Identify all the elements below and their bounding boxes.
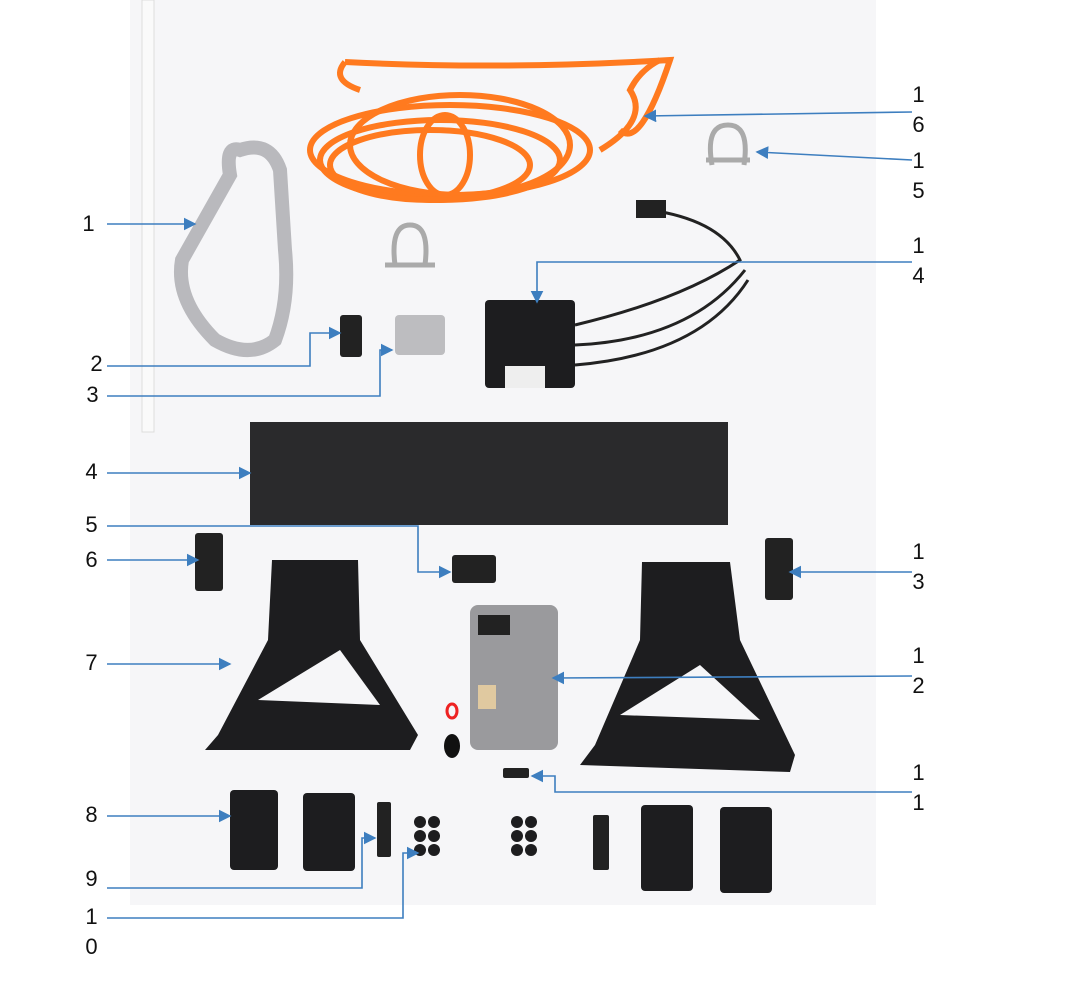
- callout-line-11: [530, 769, 912, 793]
- callout-line-9: [107, 831, 377, 889]
- callout-line-10: [107, 846, 420, 919]
- orange-rope: [307, 56, 675, 203]
- callout-label-10: 10: [85, 904, 98, 959]
- callout-label-14: 14: [912, 233, 925, 288]
- sensor-module: [485, 200, 750, 388]
- callout-label-3: 3: [86, 382, 99, 407]
- snap-hook: [174, 140, 294, 357]
- callout-label-2: 2: [90, 351, 103, 376]
- callout-label-13: 13: [912, 539, 925, 594]
- ruler: [141, 0, 155, 433]
- callout-line-2: [107, 326, 342, 367]
- shackle-large: [706, 122, 750, 166]
- callout-line-16: [643, 109, 913, 123]
- bracket-right: [580, 562, 795, 772]
- bracket-left: [205, 560, 418, 750]
- callout-label-1: 1: [82, 211, 95, 236]
- screws-set: [195, 315, 793, 870]
- callout-label-7: 7: [85, 650, 98, 675]
- callout-label-6: 6: [85, 547, 98, 572]
- callout-label-12: 12: [912, 643, 925, 698]
- callout-label-16: 16: [912, 82, 925, 137]
- callout-line-3: [107, 343, 394, 397]
- clip-set: [230, 790, 772, 893]
- mount-block: [395, 315, 445, 355]
- callout-label-8: 8: [85, 802, 98, 827]
- control-box: [470, 605, 558, 750]
- callout-line-14: [530, 261, 912, 304]
- callout-label-4: 4: [85, 459, 98, 484]
- mounting-bar: [250, 422, 728, 525]
- grommet: [444, 734, 460, 758]
- callout-label-11: 11: [912, 760, 925, 815]
- callout-line-12: [551, 671, 913, 685]
- callout-label-9: 9: [85, 866, 98, 891]
- nuts-set: [414, 816, 537, 856]
- callout-line-5: [107, 525, 452, 579]
- callout-line-15: [755, 146, 913, 161]
- callout-label-5: 5: [85, 512, 98, 537]
- shackle-small: [385, 222, 435, 268]
- callout-label-15: 15: [912, 148, 925, 203]
- o-ring: [445, 702, 459, 720]
